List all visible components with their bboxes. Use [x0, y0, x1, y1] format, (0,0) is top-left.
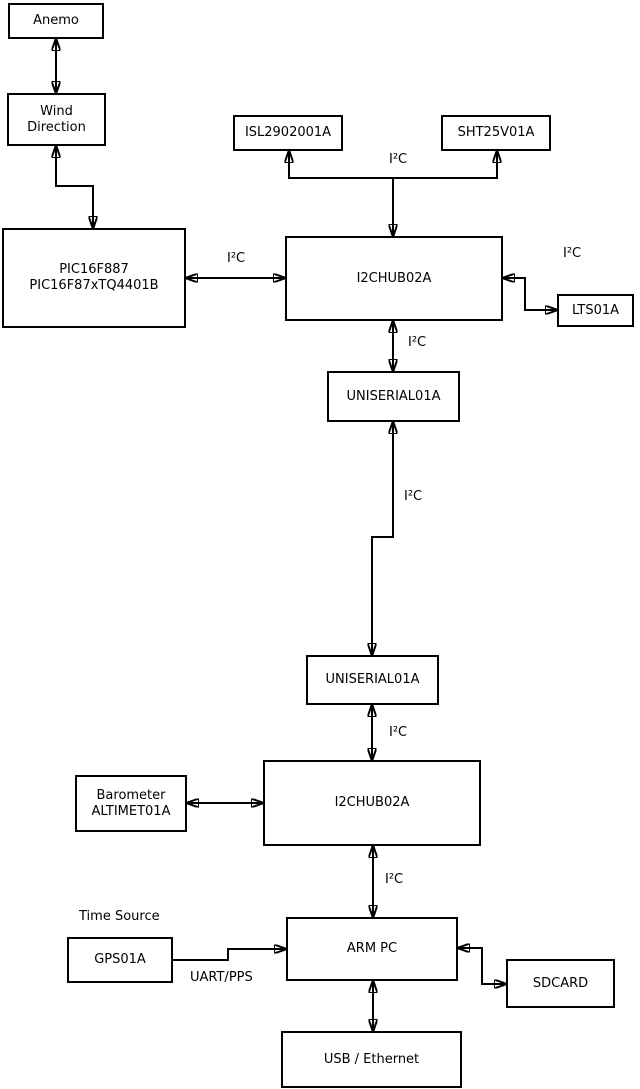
node-arm-pc-label: ARM PC — [346, 941, 398, 956]
node-i2chub02a-bottom-label: I2CHUB02A — [334, 795, 410, 810]
node-wind-direction-line1: Wind — [40, 103, 73, 119]
node-pic16f887-line1: PIC16F887 — [59, 262, 129, 277]
node-isl2902001a-label: ISL2902001A — [244, 125, 332, 140]
node-uniserial01a-top: UNISERIAL01A — [327, 371, 460, 422]
edge-label-time-source: Time Source — [79, 909, 160, 924]
node-i2chub02a-bottom: I2CHUB02A — [263, 760, 481, 846]
node-isl2902001a: ISL2902001A — [233, 115, 343, 151]
node-i2chub02a-top-label: I2CHUB02A — [356, 270, 432, 286]
edge-label-i2c-sensors: I²C — [389, 152, 408, 167]
node-wind-direction: Wind Direction — [7, 93, 106, 146]
edge-armpc-sdcard — [458, 948, 506, 984]
node-sdcard: SDCARD — [506, 959, 615, 1008]
edge-label-uart-pps: UART/PPS — [190, 970, 253, 985]
edge-label-i2c-long-link: I²C — [404, 489, 423, 504]
node-uniserial01a-bottom-label: UNISERIAL01A — [325, 672, 420, 687]
node-anemo: Anemo — [8, 3, 104, 39]
node-uniserial01a-bottom: UNISERIAL01A — [306, 655, 439, 705]
node-sht25v01a-label: SHT25V01A — [457, 125, 535, 140]
node-barometer: Barometer ALTIMET01A — [75, 775, 187, 832]
node-lts01a-label: LTS01A — [571, 302, 620, 318]
node-pic16f887-line2: PIC16F87xTQ4401B — [29, 278, 159, 293]
node-lts01a: LTS01A — [557, 294, 634, 327]
node-gps01a-label: GPS01A — [94, 952, 146, 967]
edge-label-i2c-hub-uniserial: I²C — [408, 335, 427, 350]
edge-label-i2c-pic: I²C — [227, 251, 246, 266]
node-gps01a: GPS01A — [67, 937, 173, 983]
edge-wind-pic — [56, 146, 93, 228]
node-arm-pc: ARM PC — [286, 917, 458, 981]
node-pic16f887: PIC16F887 PIC16F87xTQ4401B — [2, 228, 186, 328]
node-usb-ethernet: USB / Ethernet — [281, 1031, 462, 1088]
node-i2chub02a-top: I2CHUB02A — [285, 236, 503, 321]
node-uniserial01a-top-label: UNISERIAL01A — [346, 388, 441, 404]
node-wind-direction-line2: Direction — [27, 119, 86, 135]
node-sdcard-label: SDCARD — [532, 975, 589, 991]
edge-label-i2c-lts: I²C — [563, 246, 582, 261]
edge-gps-armpc — [173, 949, 286, 961]
edge-label-i2c-uniserial-hub: I²C — [389, 725, 408, 740]
node-barometer-line2: ALTIMET01A — [91, 803, 171, 819]
edge-i2chub-lts — [503, 278, 557, 310]
node-usb-ethernet-label: USB / Ethernet — [323, 1051, 420, 1067]
edge-uniserial-uniserial — [372, 422, 393, 655]
node-anemo-label: Anemo — [33, 13, 79, 28]
node-sht25v01a: SHT25V01A — [441, 115, 551, 151]
node-barometer-line1: Barometer — [96, 787, 166, 803]
edge-label-i2c-hub-arm: I²C — [385, 872, 404, 887]
